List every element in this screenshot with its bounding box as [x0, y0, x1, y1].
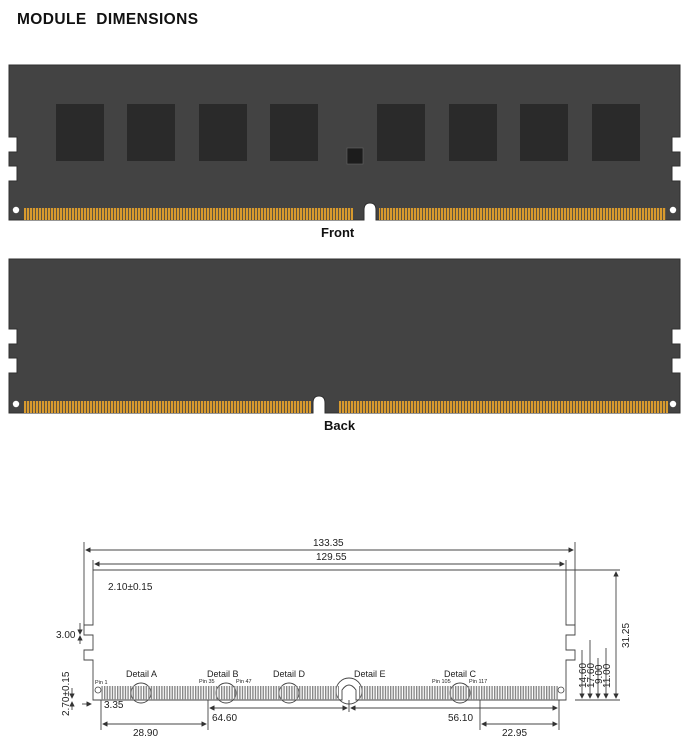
- back-view: [8, 258, 681, 414]
- dim-hole-offset: 2.10±0.15: [108, 582, 153, 593]
- dim-height-2: 17.60: [586, 663, 597, 688]
- detail-b-label: Detail B: [207, 669, 239, 679]
- pin-105-label: Pin 105: [432, 679, 451, 685]
- pin-area-left: [101, 686, 339, 700]
- pin-35-label: Pin 35: [199, 679, 215, 685]
- memory-chip: [199, 104, 247, 161]
- pin-117-label: Pin 117: [469, 679, 487, 685]
- gold-contacts-right: [339, 401, 668, 413]
- mounting-hole: [12, 400, 20, 408]
- dim-contact-thickness: 2.70±0.15: [61, 671, 72, 716]
- gold-contacts-left: [24, 401, 311, 413]
- detail-e-label: Detail E: [354, 669, 386, 679]
- dim-key-offset: 28.90: [133, 728, 158, 739]
- dim-height-4: 11.00: [602, 663, 613, 688]
- memory-chip: [127, 104, 175, 161]
- pcb-board: [8, 258, 681, 414]
- back-label: Back: [324, 418, 356, 433]
- pin-1-label: Pin 1: [95, 680, 108, 686]
- page-title: MODULE DIMENSIONS: [17, 11, 199, 28]
- pcb-board: [8, 64, 681, 221]
- dim-edge-offset: 3.35: [104, 700, 124, 711]
- detail-d-label: Detail D: [273, 669, 306, 679]
- dim-height-1: 14.60: [578, 663, 589, 688]
- dim-left-segment: 64.60: [212, 713, 237, 724]
- front-view: [8, 64, 681, 221]
- memory-chip: [377, 104, 425, 161]
- dim-right-tab-offset: 22.95: [502, 728, 527, 739]
- memory-chip: [56, 104, 104, 161]
- spd-chip: [346, 147, 364, 165]
- dim-overall-width: 133.35: [313, 538, 344, 549]
- mounting-hole: [669, 206, 677, 214]
- module-outline: [83, 569, 576, 701]
- memory-chip: [520, 104, 568, 161]
- dim-pin-span: 129.55: [316, 552, 347, 563]
- dim-notch-height: 3.00: [56, 630, 76, 641]
- mounting-hole: [12, 206, 20, 214]
- detail-a-label: Detail A: [126, 669, 157, 679]
- gold-contacts-left: [24, 208, 353, 220]
- front-label: Front: [321, 225, 355, 240]
- drawing-hole: [94, 686, 102, 694]
- pin-area-right: [359, 686, 559, 700]
- dim-height-total: 31.25: [621, 623, 632, 648]
- drawing-hole: [557, 686, 565, 694]
- memory-chip: [270, 104, 318, 161]
- memory-chip: [449, 104, 497, 161]
- memory-chip: [592, 104, 640, 161]
- dim-right-segment: 56.10: [448, 713, 473, 724]
- pin-47-label: Pin 47: [236, 679, 252, 685]
- dimension-drawing: 133.35 129.55 2.10±0.15 3.00 2.70±0.15 3…: [56, 538, 632, 739]
- dim-height-3: 9.00: [594, 664, 605, 684]
- detail-c-label: Detail C: [444, 669, 477, 679]
- mounting-hole: [669, 400, 677, 408]
- gold-contacts-right: [379, 208, 666, 220]
